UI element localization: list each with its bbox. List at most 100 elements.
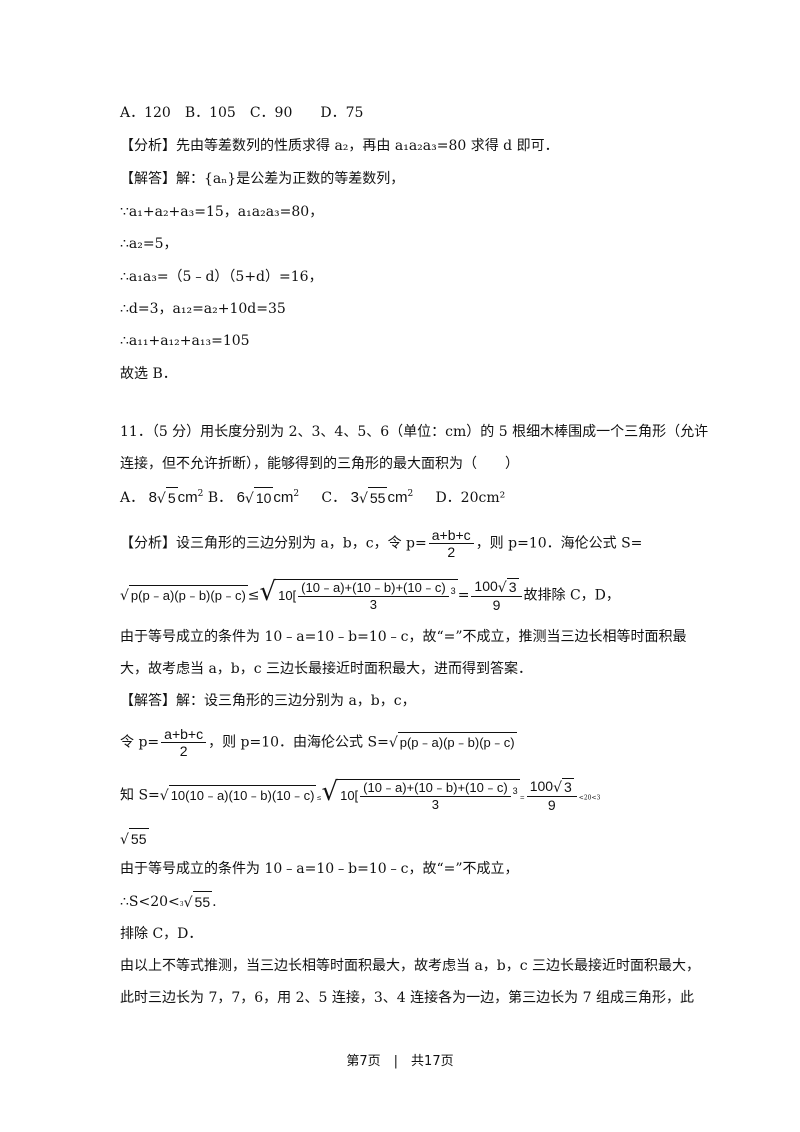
heron-radicand: p(p﹣a)(p﹣b)(p﹣c) [397, 732, 517, 753]
p-fraction-denominator: 2 [447, 544, 456, 560]
option-a-unit: cm [177, 489, 198, 506]
result-coef: 100 [529, 778, 554, 794]
ans-let: 令 p= [120, 734, 160, 751]
ineq-fraction: (10﹣a)+(10﹣b)+(10﹣c)3 [360, 780, 511, 813]
q11-answer: 【解答】解：设三角形的三边分别为 a，b，c， [120, 691, 416, 711]
result-numerator: 100√3 [471, 578, 522, 598]
page-footer: 第7页 | 共17页 [346, 1054, 454, 1069]
ineq-fraction-numerator: (10﹣a)+(10﹣b)+(10﹣c) [360, 780, 511, 797]
heron-root: √p(p﹣a)(p﹣b)(p﹣c) [389, 732, 517, 753]
option-c-unit: cm [387, 489, 408, 506]
heron-radicand: p(p﹣a)(p﹣b)(p﹣c) [128, 585, 248, 606]
sqrt-icon: √ [259, 576, 277, 607]
eq-sign: = [519, 794, 525, 802]
q10-step-4: ∴d=3，a₁₂=a₂+10d=35 [120, 301, 286, 317]
sqrt-icon: √ [321, 776, 339, 807]
ineq-ten: 10[ [340, 787, 359, 803]
q11-s-inequality: ∴S<20<3√55. [120, 891, 217, 915]
sqrt-icon: √ [358, 491, 368, 507]
ineq-sign: ≤ [316, 794, 322, 802]
result-numerator: 100√3 [526, 778, 577, 798]
ineq-ten: 10[ [278, 587, 297, 603]
q11-stem-line1: 11．（5 分）用长度分别为 2、3、4、5、6（单位：cm）的 5 根细木棒围… [120, 424, 709, 440]
option-b-unit-exp: 2 [293, 489, 300, 499]
q10-options: A．120 B．105 C．90 D．75 [120, 105, 364, 121]
q11-analysis-line4: 大，故考虑当 a，b，c 三边长最接近时面积最大，进而得到答案． [120, 661, 533, 677]
q10-conclusion: 故选 B． [120, 366, 177, 382]
ineq-radicand: 10[(10﹣a)+(10﹣b)+(10﹣c)3 3 [276, 578, 458, 613]
analysis-pre: 设三角形的三边分别为 a，b，c，令 p= [176, 535, 427, 552]
sqrt-icon: √ [244, 491, 254, 507]
result-root: √3 [553, 778, 574, 796]
q10-step-5: ∴a₁₁+a₁₂+a₁₃=105 [120, 333, 250, 349]
q10-step-2: ∴a₂=5， [120, 236, 178, 252]
analysis-text: 先由等差数列的性质求得 a₂，再由 a₁a₂a₃=80 求得 d 即可． [176, 138, 559, 154]
q11-final-line2: 此时三边长为 7，7，6，用 2、5 连接，3、4 连接各为一边，第三边长为 7… [120, 990, 694, 1006]
answer-intro: 解：设三角形的三边分别为 a，b，c， [176, 693, 416, 709]
result-denominator: 9 [492, 597, 501, 614]
zhi: 知 S= [120, 787, 160, 804]
option-a-coef: 8 [148, 489, 157, 506]
analysis-tag: 【分析】 [120, 535, 176, 552]
option-c-label: C． [321, 490, 347, 506]
option-c-radicand: 55 [367, 487, 388, 508]
option-b-root: √10 [245, 487, 274, 509]
option-b-radicand: 10 [253, 487, 274, 508]
sqrt55-radicand: 55 [128, 828, 149, 849]
s-ineq-root: √55 [184, 891, 213, 913]
s-ineq-end: . [212, 894, 217, 910]
zhi-root: √10(10﹣a)(10﹣b)(10﹣c) [160, 785, 317, 806]
option-a-radicand: 5 [165, 487, 178, 508]
q11-sqrt55: √55 [120, 828, 149, 850]
q11-eq-note: 由于等号成立的条件为 10﹣a=10﹣b=10﹣c，故“=”不成立， [120, 861, 519, 877]
answer-intro: 解：{aₙ}是公差为正数的等差数列， [176, 171, 405, 187]
s-ineq-radicand: 55 [192, 891, 213, 912]
s-ineq-coef: 3 [179, 901, 184, 908]
option-d: D．20cm² [435, 490, 506, 506]
result-radicand: 3 [506, 578, 519, 596]
q11-final-line1: 由以上不等式推测，当三边长相等时面积最大，故考虑当 a，b，c 三边长最接近时面… [120, 958, 701, 974]
analysis-post: ，则 p=10．海伦公式 S= [475, 535, 643, 552]
answer-tag: 【解答】 [120, 171, 176, 187]
q11-analysis-line2: √p(p﹣a)(p﹣b)(p﹣c)≤√10[(10﹣a)+(10﹣b)+(10﹣… [120, 578, 620, 613]
option-b-label: B． [207, 490, 233, 506]
eq-sign: = [457, 587, 470, 604]
q11-analysis-line3: 由于等号成立的条件为 10﹣a=10﹣b=10﹣c，故“=”不成立，推测当三边长… [120, 629, 687, 645]
s-ineq-pre: ∴S<20< [120, 894, 180, 910]
option-b-coef: 6 [236, 489, 245, 506]
sqrt-icon: √ [120, 832, 129, 848]
result-coef: 100 [474, 578, 498, 594]
q11-stem-line2: 连接，但不允许折断），能够得到的三角形的最大面积为（ ） [120, 456, 519, 472]
ineq-fraction-denominator: 3 [369, 596, 378, 612]
ineq-root: √10[(10﹣a)+(10﹣b)+(10﹣c)3 3 [260, 579, 458, 613]
result-root: √3 [498, 578, 519, 596]
analysis-tag: 【分析】 [120, 138, 176, 154]
sqrt-icon: √ [159, 788, 169, 805]
result-radicand: 3 [562, 778, 574, 796]
option-c-unit-exp: 2 [407, 489, 414, 499]
ineq-exp: 3 [512, 785, 518, 796]
sqrt-icon: √ [120, 588, 129, 605]
ineq-exp: 3 [450, 585, 456, 596]
ineq-fraction-numerator: (10﹣a)+(10﹣b)+(10﹣c) [298, 580, 449, 597]
q10-analysis: 【分析】先由等差数列的性质求得 a₂，再由 a₁a₂a₃=80 求得 d 即可． [120, 136, 559, 156]
q11-answer-line3: 知 S=√10(10﹣a)(10﹣b)(10﹣c)≤√10[(10﹣a)+(10… [120, 778, 600, 813]
option-c-root: √55 [359, 487, 388, 509]
sqrt-icon: √ [388, 735, 398, 751]
q10-answer: 【解答】解：{aₙ}是公差为正数的等差数列， [120, 169, 404, 189]
sqrt-icon: √ [553, 780, 562, 797]
option-a-root: √5 [157, 487, 178, 509]
ineq-sign: ≤ [247, 587, 260, 604]
zhi-radicand: 10(10﹣a)(10﹣b)(10﹣c) [168, 785, 317, 806]
q10-step-3: ∴a₁a₃=（5﹣d）（5+d）=16， [120, 269, 323, 285]
sqrt-icon: √ [156, 491, 166, 507]
p-fraction-numerator: a+b+c [161, 726, 207, 743]
sqrt55-root: √55 [120, 828, 149, 850]
